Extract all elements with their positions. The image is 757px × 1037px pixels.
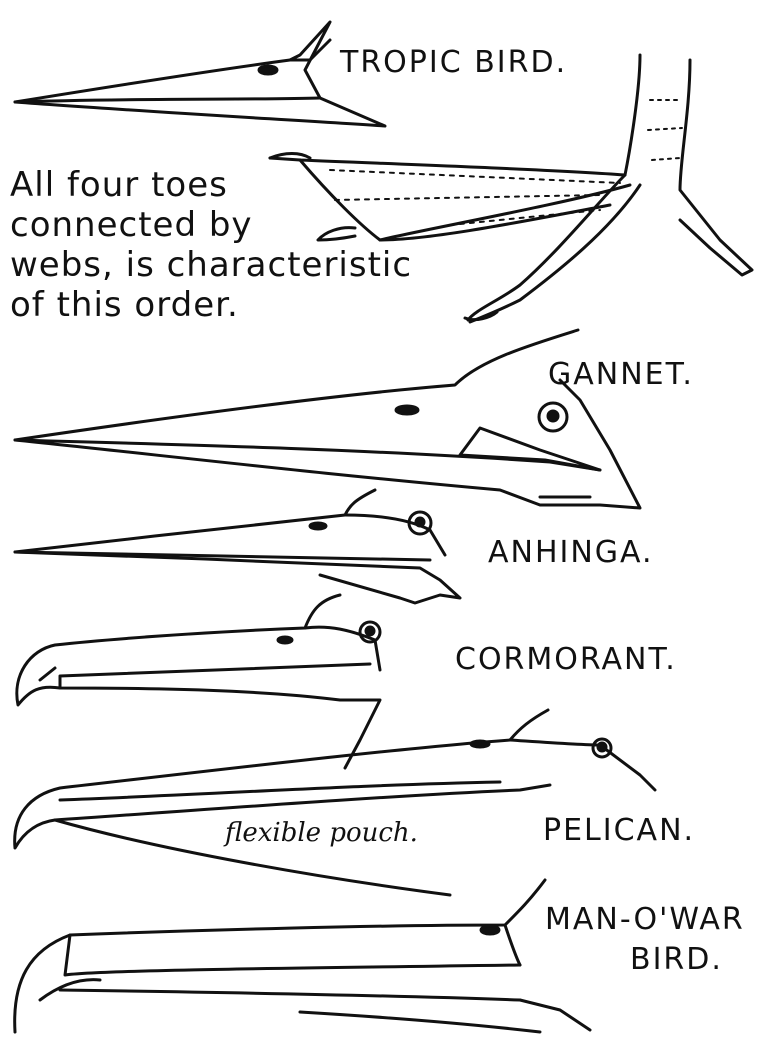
label-man-o-war-line-1: MAN-O'WAR: [545, 905, 745, 935]
label-tropic-bird: TROPIC BIRD.: [340, 48, 567, 78]
label-man-o-war-line-2: BIRD.: [630, 945, 723, 975]
label-anhinga: ANHINGA.: [488, 538, 654, 568]
label-cormorant: CORMORANT.: [455, 645, 677, 675]
pelican-bill: [15, 710, 655, 895]
gannet-bill: [15, 330, 640, 508]
note-line-4: of this order.: [10, 285, 412, 325]
note-line-3: webs, is characteristic: [10, 245, 412, 285]
man-o-war-bird-bill: [15, 880, 590, 1032]
note-line-1: All four toes: [10, 165, 412, 205]
anhinga-bill: [15, 490, 460, 603]
label-gannet: GANNET.: [548, 360, 694, 390]
flexible-pouch-annotation: flexible pouch.: [225, 818, 418, 848]
label-pelican: PELICAN.: [543, 816, 695, 846]
note-line-2: connected by: [10, 205, 412, 245]
order-characteristic-note: All four toes connected by webs, is char…: [10, 165, 412, 325]
cormorant-bill: [17, 595, 380, 768]
tropic-bird-bill: [15, 22, 385, 126]
